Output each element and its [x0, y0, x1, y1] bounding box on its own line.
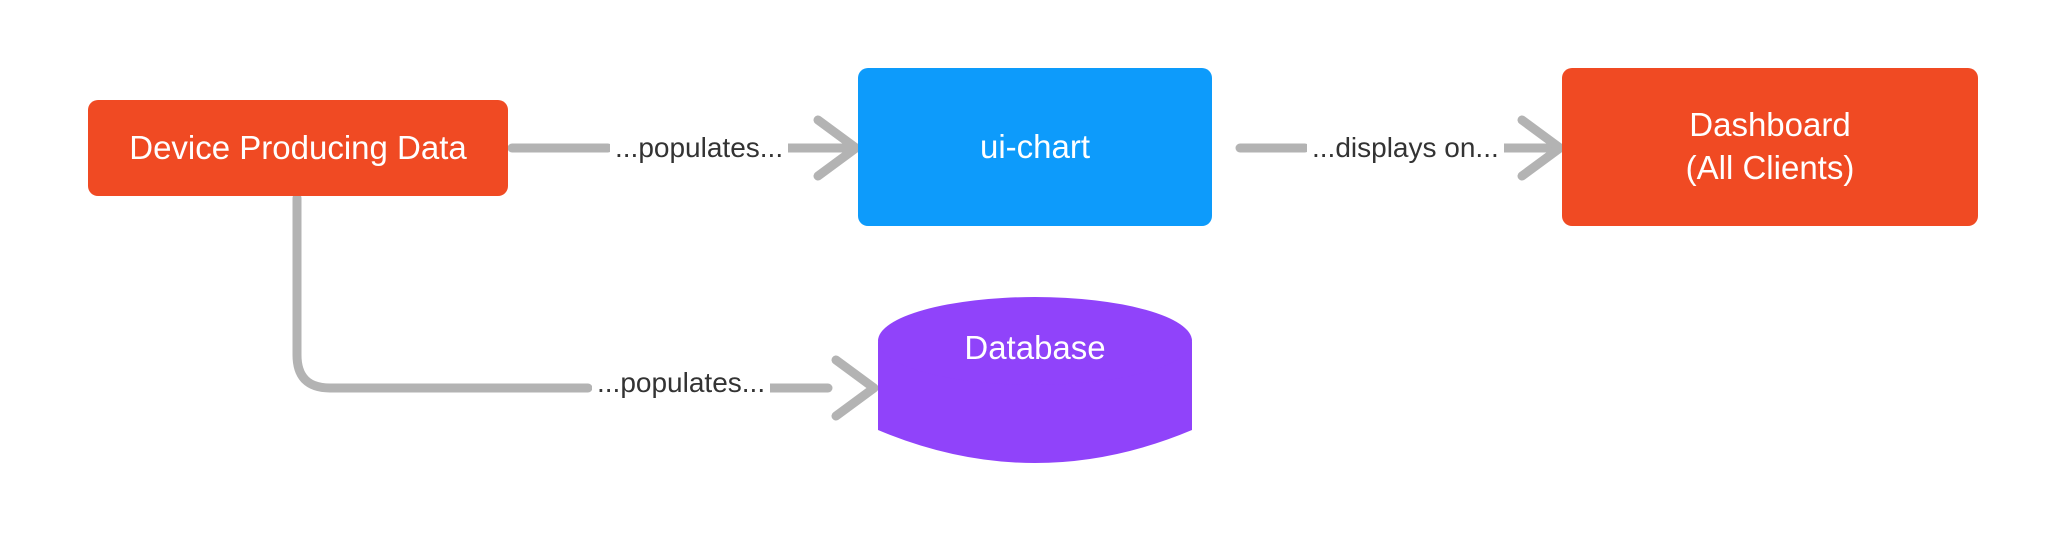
node-device-producing-data[interactable]: Device Producing Data: [88, 100, 508, 196]
cylinder-top-cap: [878, 297, 1192, 385]
cylinder-shape-icon: [878, 297, 1192, 463]
node-label-ui-chart: ui-chart: [979, 127, 1091, 165]
arrowhead-icon-uichart-to-dashboard: [1517, 115, 1565, 181]
edge-label-device-to-database: ...populates...: [592, 369, 771, 397]
node-ui-chart[interactable]: ui-chart: [858, 68, 1212, 226]
arrowhead-icon-device-to-database: [831, 355, 879, 421]
node-label-database: Database: [964, 329, 1106, 366]
node-database[interactable]: Database: [877, 297, 1193, 479]
node-label-dashboard: Dashboard (All Clients): [1685, 106, 1855, 186]
edge-label-device-to-uichart: ...populates...: [610, 134, 789, 162]
node-dashboard[interactable]: Dashboard (All Clients): [1562, 68, 1978, 226]
arrowhead-icon-device-to-uichart: [813, 115, 861, 181]
edge-device-to-database: [292, 193, 879, 421]
edge-label-uichart-to-dashboard: ...displays on...: [1307, 134, 1504, 162]
edge-line-device-to-database: [292, 193, 593, 393]
node-label-device-producing-data: Device Producing Data: [129, 128, 467, 166]
